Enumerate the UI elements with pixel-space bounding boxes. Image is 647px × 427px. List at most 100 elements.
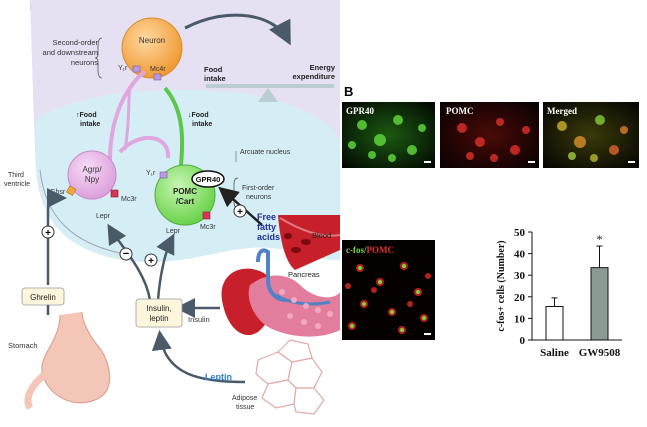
stomach-illustration (24, 305, 111, 410)
food-intake-label-2: intake (204, 74, 226, 83)
second-order-label-2: and downstream (43, 48, 98, 57)
x-tick-label: GW9508 (579, 347, 621, 359)
insulin-to-pomc-arrow (156, 233, 175, 301)
ghrelin-plus: + (45, 228, 51, 239)
cfos-bar-chart: 0 10 20 30 40 50 c-fos+ cells (Number) Saline GW… (496, 227, 622, 359)
bar-saline (545, 306, 564, 341)
pomc-micrograph (440, 102, 539, 168)
y1r-top-label: Y₁r (118, 65, 128, 72)
second-order-brace (94, 37, 103, 79)
insulin-leptin-box (135, 298, 183, 328)
agrp-label-2: Npy (85, 175, 99, 184)
panel-b: B GPR40 POMC Merged (342, 84, 639, 359)
mc3r-left-receptor (110, 189, 119, 198)
down-food-intake-right-1: ↓Food (188, 112, 209, 119)
ghrelin-arrow (46, 188, 67, 285)
third-ventricle-region (0, 0, 340, 303)
second-order-neuron (121, 17, 183, 79)
panel-a: A Second-order and downstream neurons Ne… (0, 0, 341, 415)
mc3r-right-label: Mc3r (200, 224, 216, 231)
y-axis-label: c-fos+ cells (Number) (496, 240, 507, 331)
ghsr-receptor (65, 185, 77, 196)
balance-fulcrum (258, 88, 278, 102)
merged-image-label: Merged (547, 106, 577, 116)
cfos-image-label-prefix: c-fos/ (346, 245, 367, 255)
insulin-minus: − (123, 248, 129, 260)
ffa-label-1: Free (257, 212, 276, 222)
ffa-arrow (218, 186, 263, 226)
mc3r-left-label: Mc3r (121, 196, 137, 203)
y-tick-label: 30 (514, 270, 526, 282)
pomc-image-label: POMC (446, 106, 474, 116)
y1r-receptor-mid (159, 171, 168, 179)
pancreas-illustration (221, 248, 340, 337)
gpr40-oval-label: GPR40 (196, 175, 221, 184)
energy-label-2: expenditure (292, 72, 335, 81)
pancreas-label: Pancreas (288, 270, 320, 279)
mc3r-right-receptor (202, 211, 211, 220)
cfos-image-label-suffix: POMC (367, 245, 395, 255)
mc4r-receptor-top (153, 73, 162, 81)
y1r-mid-label: Y₁r (146, 170, 156, 177)
y1r-receptor-top (132, 65, 141, 73)
leptin-label: Leptin (205, 372, 232, 382)
ffa-plus: + (237, 207, 243, 218)
insulin-leptin-label-1: Insulin, (146, 304, 171, 313)
third-ventricle-label-1: Third (8, 172, 24, 179)
adipose-label-1: Adipose (232, 395, 257, 402)
stomach-label: Stomach (8, 341, 38, 350)
up-food-intake-left-2: intake (80, 121, 100, 128)
cfos-cells (345, 262, 431, 334)
bar-gw9508 (590, 267, 609, 341)
agrp-neuron (67, 150, 117, 200)
pomc-label-2: /Cart (176, 197, 195, 206)
second-order-label-1: Second-order (53, 38, 99, 47)
balance-beam (206, 84, 334, 88)
adipose-label-2: tissue (236, 404, 254, 411)
y-tick-label: 50 (514, 227, 526, 239)
blood-label: Blood (312, 231, 331, 240)
lepr-right-label: Lepr (166, 228, 181, 235)
insulin-plus: + (148, 256, 154, 267)
ghrelin-label: Ghrelin (30, 293, 56, 302)
y-tick-label: 10 (514, 313, 526, 325)
leptin-arrow (151, 330, 246, 384)
panel-b-letter: B (344, 84, 353, 99)
pomc-label-1: POMC (173, 187, 197, 196)
agrp-axon-up-2 (123, 85, 132, 151)
up-food-intake-left-1: ↑Food (76, 112, 97, 119)
third-ventricle-label-2: ventricle (4, 181, 30, 188)
mc4r-top-label: Mc4r (150, 66, 166, 73)
cfos-image-label: c-fos/POMC (346, 245, 394, 255)
gpr40-receptor-oval (191, 170, 225, 188)
output-arrow (184, 13, 291, 46)
ghsr-label: Ghsr (50, 189, 66, 196)
food-intake-label-1: Food (204, 65, 223, 74)
insulin-label: Insulin (188, 315, 210, 324)
lepr-left-label: Lepr (96, 213, 111, 220)
ffa-label-2: fatty (257, 222, 276, 232)
y-tick-label: 40 (514, 249, 526, 261)
second-order-label-3: neurons (71, 58, 98, 67)
ghrelin-box (21, 287, 65, 306)
first-order-label-2: neurons (246, 194, 272, 201)
blood-vessel (278, 215, 341, 270)
agrp-to-pomc-axon (118, 135, 171, 159)
first-order-label-1: First-order (242, 185, 275, 192)
gpr40-image-label: GPR40 (346, 106, 374, 116)
adipose-illustration (255, 339, 325, 415)
down-food-intake-right-2: intake (192, 121, 212, 128)
y-tick-label: 20 (514, 292, 526, 304)
x-tick-label: Saline (540, 347, 569, 359)
insulin-to-agrp-arrow (107, 223, 152, 301)
energy-label-1: Energy (310, 63, 336, 72)
y-tick-label: 0 (520, 335, 526, 347)
arcuate-label: Arcuate nucleus (240, 149, 291, 156)
agrp-label-1: Agrp/ (82, 165, 102, 174)
pomc-axon-up (163, 86, 185, 176)
insulin-leptin-label-2: leptin (149, 314, 168, 323)
significance-star: * (597, 232, 603, 246)
neuron-label: Neuron (139, 36, 165, 45)
ffa-label-3: acids (257, 232, 280, 242)
